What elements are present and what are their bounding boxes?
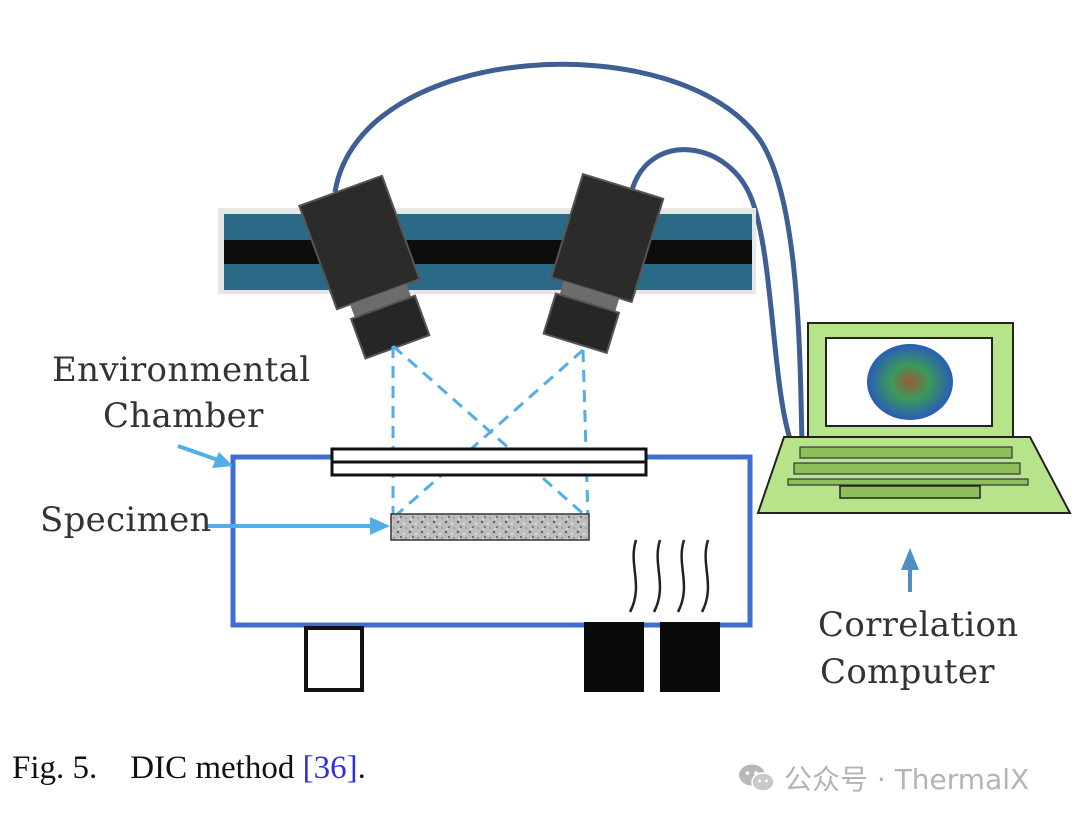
heat-waves — [628, 539, 710, 613]
left-camera-cable — [332, 61, 805, 446]
camera-cables — [332, 61, 805, 446]
specimen-label: Specimen — [40, 500, 212, 540]
environmental-chamber-label-line2: Chamber — [103, 396, 264, 436]
chamber-window — [330, 447, 648, 477]
right-camera — [542, 172, 665, 355]
strain-field-display — [867, 344, 953, 420]
correlation-computer-label-line2: Computer — [820, 652, 995, 692]
environmental-chamber-label-line1: Environmental — [52, 350, 311, 390]
caption-period: . — [357, 750, 366, 786]
specimen — [390, 513, 590, 541]
camera-rail — [218, 208, 756, 294]
caption-citation-link[interactable]: [36] — [302, 750, 358, 786]
caption-figure-number: Fig. 5. — [12, 750, 98, 786]
correlation-computer-laptop — [756, 322, 1072, 514]
right-camera-cable — [629, 147, 795, 446]
caption-text: DIC method — [130, 750, 295, 786]
correlation-computer-label-line1: Correlation — [818, 605, 1019, 645]
correlation-computer-arrow — [901, 548, 919, 592]
watermark: 公众号 · ThermalX — [738, 758, 1029, 798]
heater-block-left — [584, 622, 644, 692]
chamber-support-leg — [304, 626, 364, 692]
environmental-chamber-arrow — [177, 444, 233, 468]
light-rays — [391, 344, 590, 520]
watermark-text: 公众号 · ThermalX — [784, 763, 1030, 796]
environmental-chamber — [230, 454, 753, 628]
specimen-arrow — [206, 517, 390, 535]
left-camera — [298, 174, 431, 360]
wechat-icon — [739, 764, 775, 792]
figure-caption: Fig. 5. DIC method [36]. — [12, 750, 366, 787]
heater-block-right — [660, 622, 720, 692]
